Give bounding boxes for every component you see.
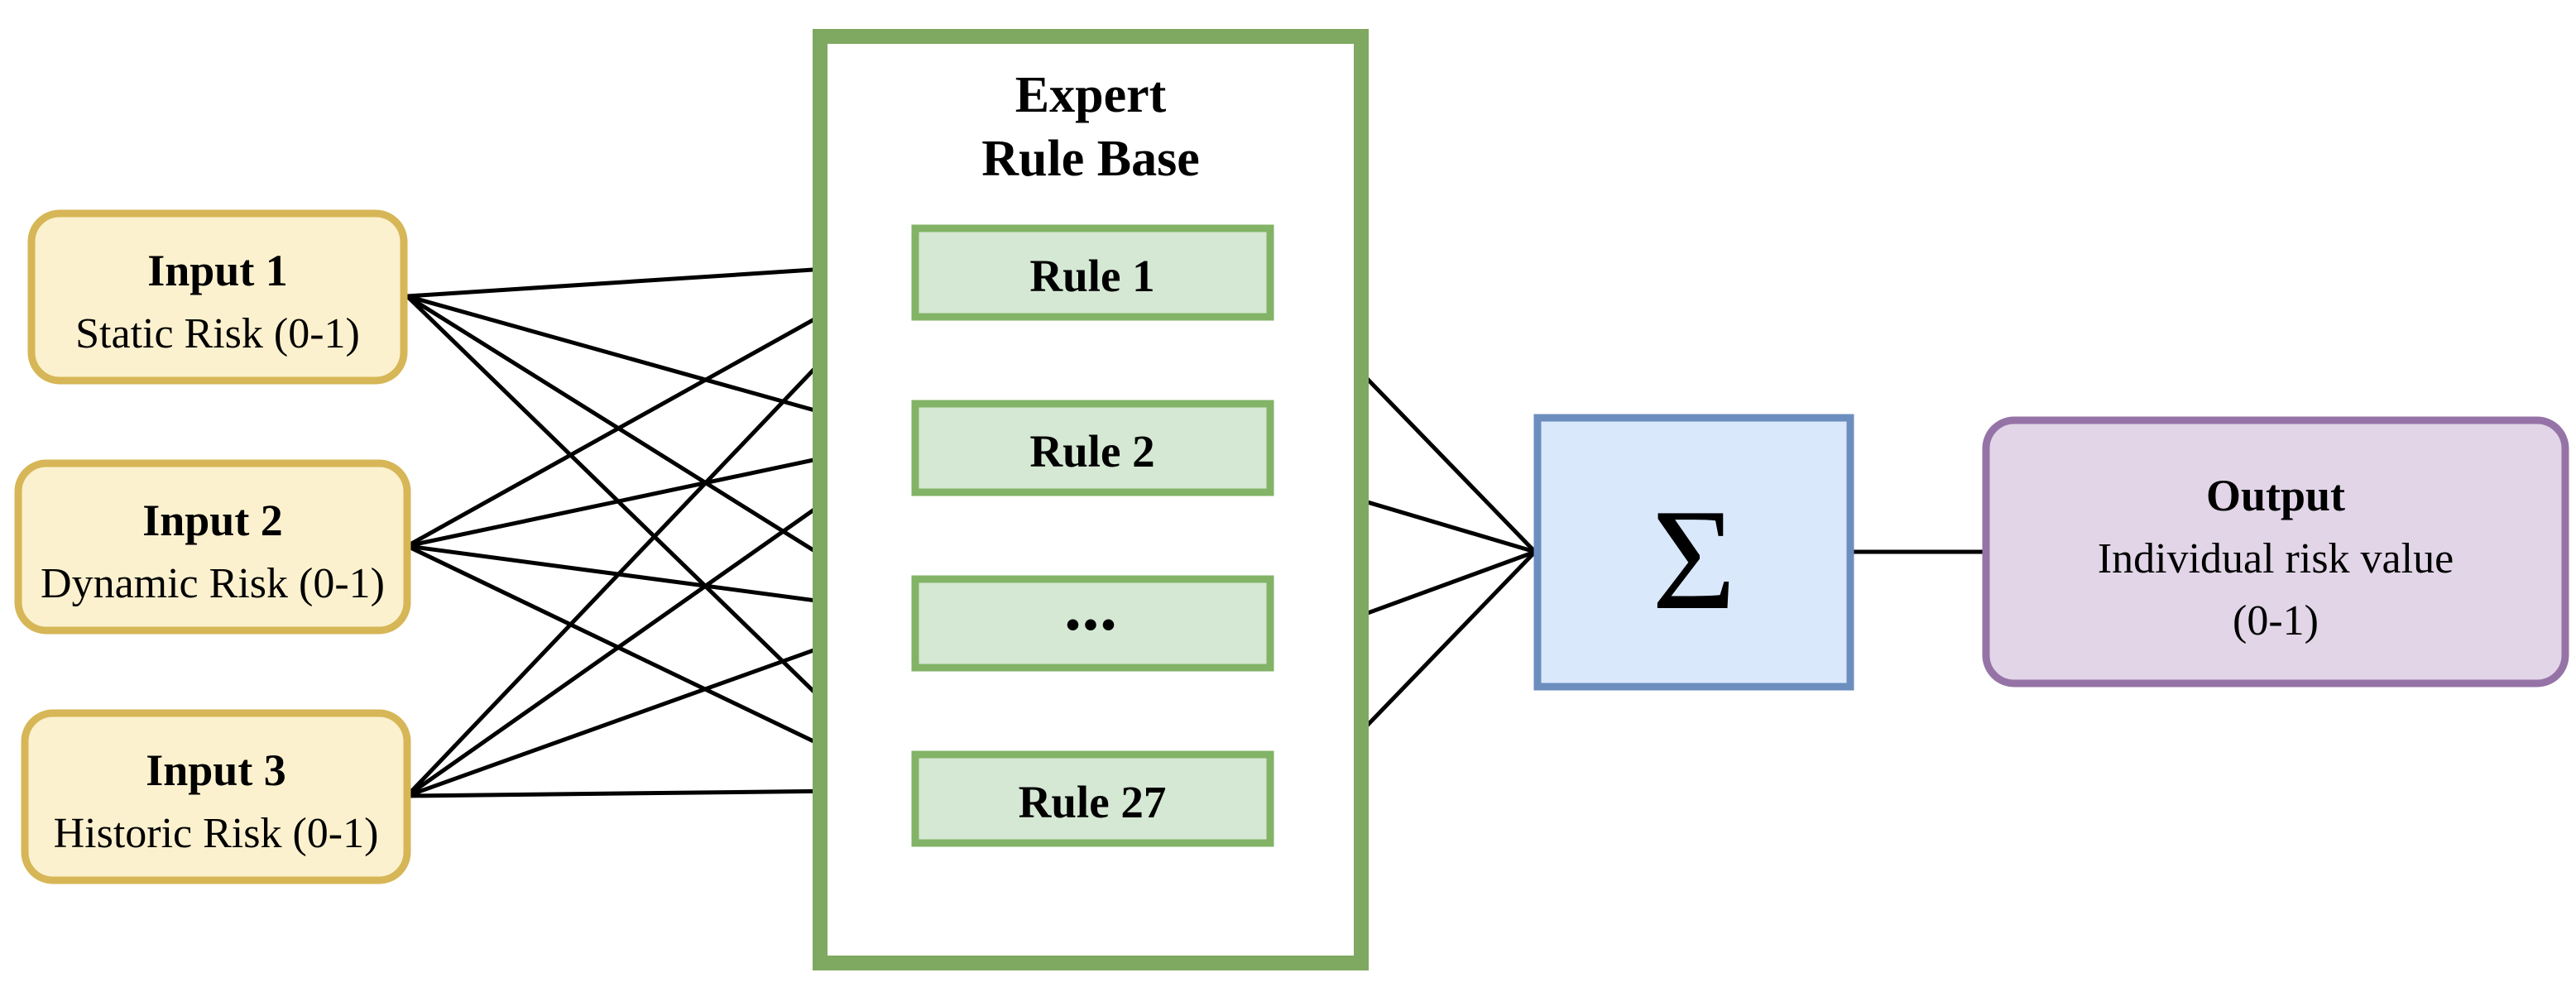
- output-subtitle-line1: Individual risk value: [2098, 535, 2454, 582]
- input-node-2[interactable]: Input 2 Dynamic Risk (0-1): [14, 459, 411, 635]
- rule-box-label: Rule 27: [1019, 777, 1167, 827]
- rule-box-rule-27[interactable]: Rule 27: [911, 750, 1274, 847]
- input-node-1[interactable]: Input 1 Static Risk (0-1): [27, 209, 408, 385]
- output-subtitle-line2: (0-1): [2233, 597, 2319, 644]
- input-title: Input 1: [147, 246, 288, 295]
- rule-box-rule-ellipsis[interactable]: •••: [911, 575, 1274, 672]
- input-title: Input 2: [142, 496, 283, 545]
- sigma-icon: Σ: [1652, 479, 1736, 640]
- rule-box-rule-2[interactable]: Rule 2: [911, 400, 1274, 496]
- input-node-3[interactable]: Input 3 Historic Risk (0-1): [21, 709, 411, 884]
- rule-box-label: Rule 1: [1029, 251, 1154, 301]
- input-subtitle: Dynamic Risk (0-1): [41, 560, 385, 607]
- input-box-rect[interactable]: [27, 209, 408, 385]
- input-title: Input 3: [146, 745, 286, 795]
- rule-box-rule-1[interactable]: Rule 1: [911, 224, 1274, 321]
- rule-box-rect[interactable]: [911, 400, 1274, 496]
- output-node[interactable]: Output Individual risk value (0-1): [1982, 416, 2569, 688]
- expert-rule-base-title-line2: Rule Base: [981, 131, 1200, 187]
- rule-box-rect[interactable]: [911, 750, 1274, 847]
- input-box-rect[interactable]: [21, 709, 411, 884]
- rule-box-label: Rule 2: [1029, 426, 1154, 477]
- rule-box-rect[interactable]: [911, 575, 1274, 672]
- output-box-rect[interactable]: [1982, 416, 2569, 688]
- input-box-rect[interactable]: [14, 459, 411, 635]
- summation-box-rect[interactable]: [1533, 414, 1854, 691]
- output-title: Output: [2206, 471, 2345, 520]
- summation-node[interactable]: Σ: [1533, 414, 1854, 691]
- expert-rule-base-title-line1: Expert: [1015, 67, 1167, 123]
- input-subtitle: Historic Risk (0-1): [54, 810, 379, 857]
- rule-box-rect[interactable]: [911, 224, 1274, 321]
- input-subtitle: Static Risk (0-1): [75, 310, 360, 357]
- rule-box-label: •••: [1066, 601, 1120, 648]
